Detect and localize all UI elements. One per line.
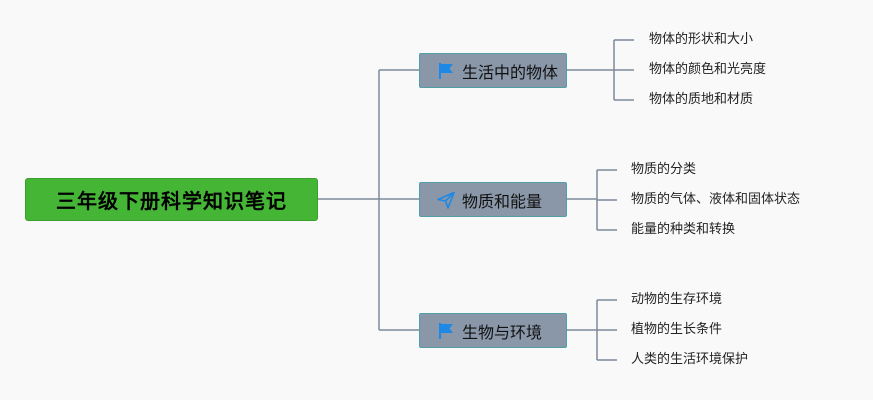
topic-label-1: 生活中的物体 bbox=[462, 62, 559, 82]
leaf-node-3-3[interactable]: 人类的生活环境保护 bbox=[631, 352, 749, 367]
topic-node-1[interactable]: 生活中的物体 bbox=[419, 53, 567, 88]
leaf-node-2-1[interactable]: 物质的分类 bbox=[631, 162, 697, 177]
leaf-node-1-3[interactable]: 物体的质地和材质 bbox=[649, 92, 754, 107]
flag-icon bbox=[436, 321, 456, 341]
topic-node-2[interactable]: 物质和能量 bbox=[419, 182, 567, 217]
leaf-node-1-2[interactable]: 物体的颜色和光亮度 bbox=[649, 62, 767, 77]
leaf-node-1-1[interactable]: 物体的形状和大小 bbox=[649, 32, 754, 47]
topic-node-3[interactable]: 生物与环境 bbox=[419, 313, 567, 348]
flag-icon bbox=[436, 61, 456, 81]
root-label: 三年级下册科学知识笔记 bbox=[56, 189, 287, 213]
leaf-node-2-2[interactable]: 物质的气体、液体和固体状态 bbox=[631, 192, 801, 207]
leaf-node-2-3[interactable]: 能量的种类和转换 bbox=[631, 222, 736, 237]
leaf-node-3-1[interactable]: 动物的生存环境 bbox=[631, 292, 723, 307]
topic-label-3: 生物与环境 bbox=[462, 322, 543, 342]
leaf-node-3-2[interactable]: 植物的生长条件 bbox=[631, 322, 723, 337]
topic-label-2: 物质和能量 bbox=[462, 191, 543, 211]
root-node[interactable]: 三年级下册科学知识笔记 bbox=[25, 178, 318, 221]
paper-plane-icon bbox=[436, 190, 456, 210]
